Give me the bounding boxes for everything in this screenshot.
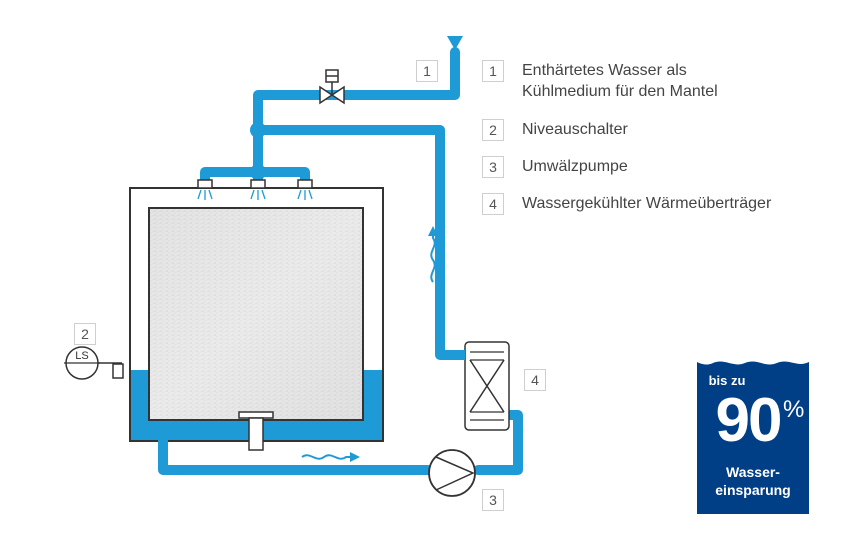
badge-caption-line1: Wasser- [726,464,780,480]
wave-top-icon [697,356,809,365]
spray-nozzle-icon [197,179,313,200]
pump-icon [428,449,476,497]
legend-item: 2 Niveauschalter [482,119,822,141]
badge-value: 90 [715,386,783,455]
callout-level-switch: 2 [74,323,96,345]
legend-number: 4 [482,193,504,215]
heat-wave-icon [301,452,360,462]
legend-item: 4 Wassergekühlter Wärmeüberträger [482,193,822,215]
legend-number: 3 [482,156,504,178]
legend-label: Umwälzpumpe [522,158,628,175]
savings-badge: bis zu 90 % Wasser- einsparung [697,356,809,514]
badge-caption-line2: einsparung [715,482,791,498]
legend-label: Enthärtetes Wasser als Kühlmedium für de… [522,62,718,100]
vessel-outlet [238,411,274,419]
valve-icon [319,69,345,105]
heat-exchanger-icon [440,341,510,431]
level-switch-code: LS [75,350,88,362]
legend-item: 1 Enthärtetes Wasser als Kühlmedium für … [482,60,772,102]
callout-exchanger: 4 [524,369,546,391]
legend-label: Niveauschalter [522,121,628,138]
heat-wave-icon [428,226,438,283]
inlet-arrow-icon [447,36,463,50]
legend-number: 1 [482,60,504,82]
callout-pump: 3 [482,489,504,511]
legend-number: 2 [482,119,504,141]
badge-unit: % [783,396,805,423]
badge-prefix: bis zu [708,373,746,388]
level-switch-icon: LS [64,346,124,380]
legend-label: Wassergekühlter Wärmeüberträger [522,195,772,212]
callout-inlet: 1 [416,60,438,82]
legend-item: 3 Umwälzpumpe [482,156,822,178]
